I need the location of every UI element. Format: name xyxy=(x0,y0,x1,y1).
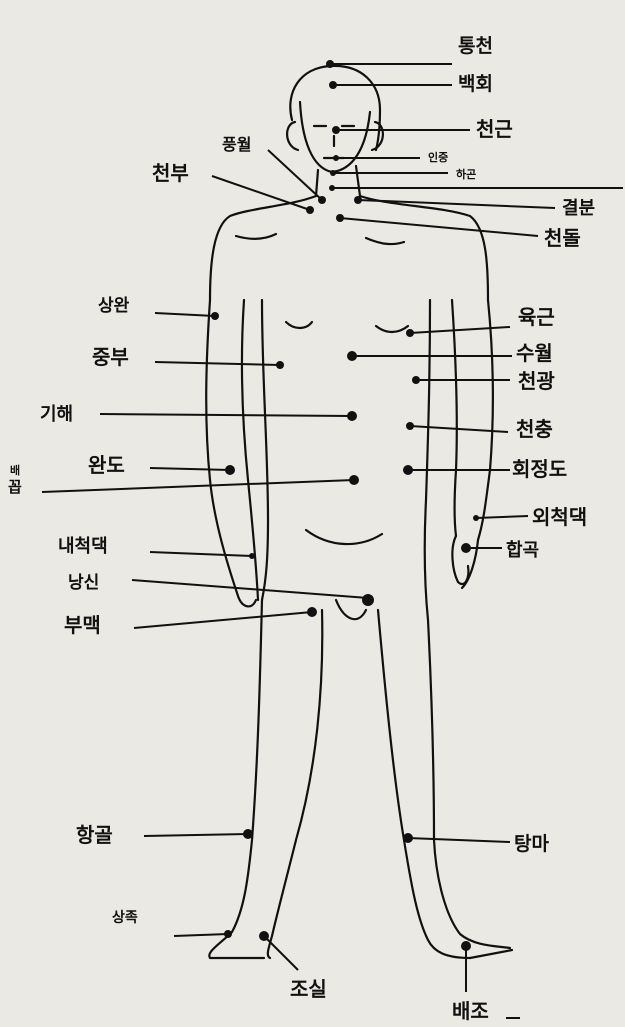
left-arm-outer xyxy=(206,300,256,606)
label-hapgok: 합곡 xyxy=(506,539,539,561)
label-nangsin: 낭신 xyxy=(68,573,99,593)
leader-hanggol xyxy=(144,834,248,836)
leader-wando xyxy=(150,468,230,470)
torso-left xyxy=(262,300,268,600)
point-nangsin xyxy=(362,594,374,606)
label-baejo: 배조 xyxy=(452,999,489,1023)
label-cheonchung: 천충 xyxy=(516,417,553,441)
hair-outline xyxy=(290,66,380,150)
label-tangma: 탕마 xyxy=(514,833,549,855)
label-sangwan: 상완 xyxy=(98,296,130,316)
collarbone-left xyxy=(236,234,276,239)
leader-cheonbu xyxy=(212,176,310,210)
label-cheongeun: 천근 xyxy=(476,117,513,141)
label-bumaek: 부맥 xyxy=(64,613,101,637)
label-baekhoe: 백회 xyxy=(458,73,493,95)
leader-jungbu xyxy=(155,362,280,365)
label-cheonbu: 천부 xyxy=(152,161,189,185)
leader-bumaek xyxy=(134,612,312,628)
leader-sangwan xyxy=(155,313,215,316)
belly-line xyxy=(306,530,382,544)
neck-left xyxy=(316,170,318,196)
label-suwol: 수월 xyxy=(516,341,553,365)
leader-naecheokdaek xyxy=(150,552,252,556)
leader-yukgeun xyxy=(410,327,510,333)
label-josil: 조실 xyxy=(290,977,327,1001)
leader-tangma xyxy=(408,838,510,842)
labels: 통천 백회 천근 풍월 인중 하곤 천부 결분 천돌 상완 육근 중부 수월 천… xyxy=(8,35,595,1023)
label-oecheokdaek: 외척댁 xyxy=(532,505,587,529)
leader-nangsin xyxy=(132,580,368,598)
label-pungwol: 풍월 xyxy=(222,135,251,154)
left-leg-inner xyxy=(268,610,322,958)
neck-right xyxy=(356,166,360,196)
left-leg-outer xyxy=(209,600,264,958)
label-cheondol: 천돌 xyxy=(544,226,581,250)
label-cheongwang: 천광 xyxy=(518,369,555,393)
label-yukgeun: 육근 xyxy=(518,305,555,329)
label-baekkop: 배 꼽 xyxy=(8,463,24,496)
leader-baekkop xyxy=(42,480,354,492)
label-hagon: 하곤 xyxy=(456,167,476,181)
torso-right xyxy=(425,300,430,620)
label-wando: 완도 xyxy=(88,453,125,477)
collarbone-right xyxy=(366,238,404,244)
label-baekkop-char2: 꼽 xyxy=(8,478,22,496)
leader-josil xyxy=(264,936,298,970)
label-baekkop-char1: 배 xyxy=(10,463,20,477)
label-hanggol: 항골 xyxy=(76,823,113,847)
leader-sangjok xyxy=(174,934,228,936)
leader-gihae xyxy=(100,414,352,416)
label-naecheokdaek: 내척댁 xyxy=(58,536,108,557)
label-gyeolbun: 결분 xyxy=(562,198,595,219)
label-sangjok: 상족 xyxy=(112,910,138,926)
left-ear xyxy=(287,122,298,150)
label-jungbu: 중부 xyxy=(92,345,129,369)
leader-gyeolbun xyxy=(358,200,555,208)
leader-cheondol xyxy=(340,218,538,236)
right-arm-inner xyxy=(452,300,457,536)
label-injung: 인중 xyxy=(428,150,448,164)
right-chest xyxy=(376,326,408,332)
right-shoulder xyxy=(360,196,488,300)
label-tongcheon: 통천 xyxy=(458,35,493,57)
groin xyxy=(336,600,366,619)
left-shoulder xyxy=(210,196,316,300)
left-chest xyxy=(286,322,312,328)
label-hoejeongdo: 회정도 xyxy=(512,457,567,481)
label-gihae: 기해 xyxy=(40,404,73,425)
right-leg-outer xyxy=(428,620,510,948)
